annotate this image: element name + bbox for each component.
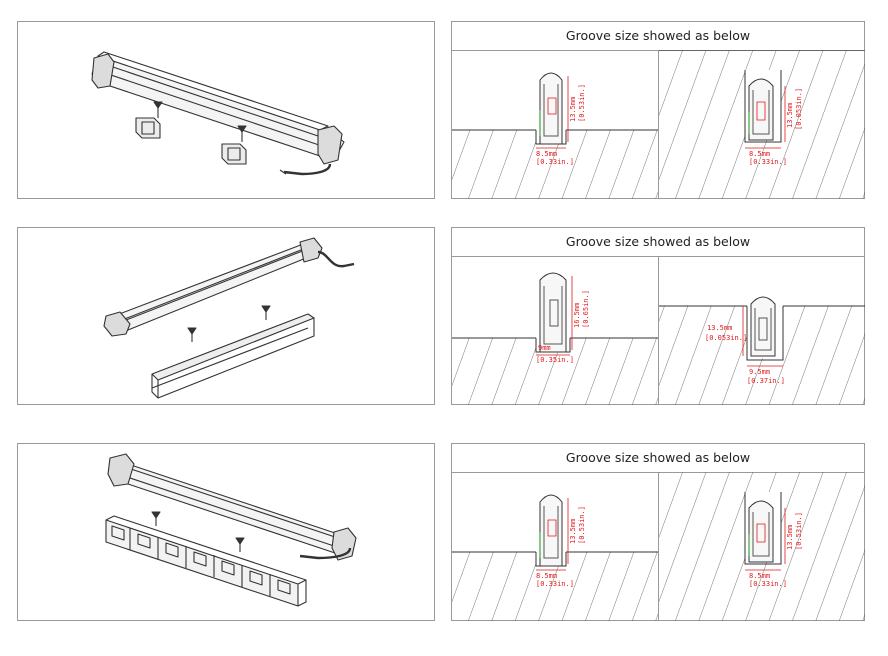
height-mm-label: 13.5mm xyxy=(786,103,794,128)
width-in-label: [0.33in.] xyxy=(536,158,574,166)
width-in-label: [0.37in.] xyxy=(747,377,785,385)
width-mm-label: 8.5mm xyxy=(749,572,770,580)
groove-profile-right: 13.5mm [0.053in.] 8.5mm [0.33in.] xyxy=(659,50,865,199)
groove-title: Groove size showed as below xyxy=(452,444,864,473)
groove-cross-section: 16.5mm [0.65in.] 9mm [0.35in.] xyxy=(452,272,658,405)
width-in-label: [0.33in.] xyxy=(749,158,787,166)
width-mm-label: 8.5mm xyxy=(749,150,770,158)
width-in-label: [0.35in.] xyxy=(536,356,574,364)
width-in-label: [0.33in.] xyxy=(749,580,787,588)
height-mm-label: 13.5mm xyxy=(786,525,794,550)
groove-cross-section: 13.5mm [0.053in.] 9.5mm [0.37in.] xyxy=(659,296,865,405)
height-mm-label: 13.5mm xyxy=(707,324,732,332)
mounting-diagram-multi-clip xyxy=(17,443,435,621)
height-mm-label: 13.5mm xyxy=(569,97,577,122)
height-in-label: [0.53in.] xyxy=(578,506,586,544)
mounting-diagram-channel xyxy=(17,227,435,405)
groove-title: Groove size showed as below xyxy=(452,22,864,51)
channel-mount-illustration xyxy=(103,237,355,399)
groove-profile-right: 13.5mm [0.053in.] 9.5mm [0.37in.] xyxy=(659,256,865,405)
clip-mount-illustration xyxy=(91,51,345,176)
groove-cross-section: 13.5mm [0.53in.] 8.5mm [0.33in.] xyxy=(659,472,865,621)
groove-title: Groove size showed as below xyxy=(452,228,864,257)
width-mm-label: 9.5mm xyxy=(749,368,770,376)
width-mm-label: 9mm xyxy=(538,344,551,352)
multi-clip-mount-illustration xyxy=(105,453,357,607)
height-in-label: [0.053in.] xyxy=(795,88,803,130)
height-in-label: [0.53in.] xyxy=(795,512,803,550)
groove-cross-section: 13.5mm [0.53in.] 8.5mm [0.33in.] xyxy=(452,494,658,621)
width-mm-label: 8.5mm xyxy=(536,572,557,580)
groove-profile-left: 13.5mm [0.53in.] 8.5mm [0.33in.] xyxy=(452,50,659,199)
groove-profile-right: 13.5mm [0.53in.] 8.5mm [0.33in.] xyxy=(659,472,865,621)
groove-profile-left: 16.5mm [0.65in.] 9mm [0.35in.] xyxy=(452,256,659,405)
height-mm-label: 16.5mm xyxy=(573,303,581,328)
width-mm-label: 8.5mm xyxy=(536,150,557,158)
groove-profile-left: 13.5mm [0.53in.] 8.5mm [0.33in.] xyxy=(452,472,659,621)
groove-size-panel: Groove size showed as below 13.5mm [0.53… xyxy=(451,21,865,199)
mounting-diagram-clips xyxy=(17,21,435,199)
height-mm-label: 13.5mm xyxy=(569,519,577,544)
groove-size-panel: Groove size showed as below 16.5mm [0.65… xyxy=(451,227,865,405)
height-in-label: [0.65in.] xyxy=(582,290,590,328)
height-in-label: [0.053in.] xyxy=(705,334,747,342)
groove-size-panel: Groove size showed as below 13.5mm [0.53… xyxy=(451,443,865,621)
width-in-label: [0.33in.] xyxy=(536,580,574,588)
groove-cross-section: 13.5mm [0.053in.] 8.5mm [0.33in.] xyxy=(659,50,865,199)
groove-cross-section: 13.5mm [0.53in.] 8.5mm [0.33in.] xyxy=(452,72,658,199)
height-in-label: [0.53in.] xyxy=(578,84,586,122)
